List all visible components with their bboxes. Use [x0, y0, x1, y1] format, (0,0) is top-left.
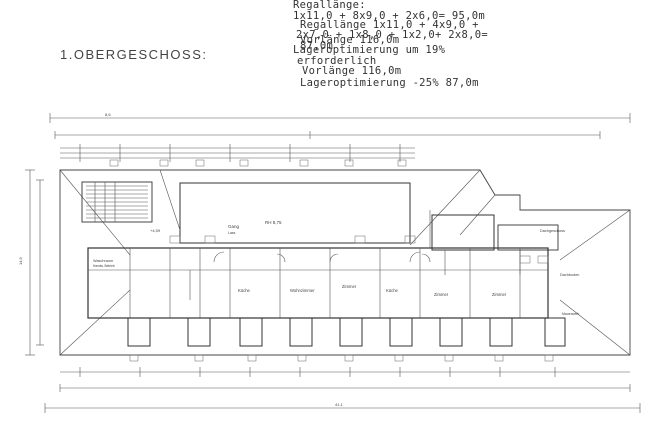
annotation-lageroptimierung-1: Lageroptimierung um 19%: [293, 44, 446, 56]
room-label-mauer: Mauerwerk: [562, 312, 580, 316]
room-label-zimmer-1: Zimmer: [342, 284, 357, 289]
room-label-waschraum-sub: Handw. Betrieb: [93, 264, 115, 268]
annotation-lageroptimierung-2: Lageroptimierung -25% 87,0m: [300, 77, 479, 89]
annotation-regal-line-2: 2x7,0 + 1x8,0 + 1x2,0+ 2x8,0=: [296, 29, 489, 41]
room-label-area: RH 8,75: [265, 220, 282, 225]
room-label-kueche-1: Küche: [238, 288, 251, 293]
room-label-zimmer-2: Zimmer: [434, 292, 449, 297]
page-title: 1.OBERGESCHOSS:: [60, 47, 208, 62]
room-label-dachgeschoss: Dachgeschoss: [540, 229, 565, 233]
room-label-wohnzimmer: Wohnzimmer: [290, 288, 315, 293]
annotation-regal-heading: Regallänge:: [293, 0, 366, 11]
annotation-regal-line-1: 1x11,0 + 8x9,0 + 2x6,0= 95,0m: [293, 10, 486, 22]
annotation-vorlange-1: Vorlänge 116,0m: [300, 34, 400, 46]
annotation-regal-line-2-total: 87,0m: [300, 40, 334, 52]
room-label-zimmer-3: Zimmer: [492, 292, 507, 297]
room-label-kueche-2: Küche: [386, 288, 399, 293]
room-label-waschraum: Waschraum: [93, 259, 113, 263]
dimension-top: 8,6: [105, 112, 111, 117]
dimension-total: 41,1: [335, 402, 344, 407]
room-label-gang-sub: Lass: [228, 231, 236, 235]
annotation-regal-heading-2: Regallänge 1x11,0 + 4x9,0 +: [300, 19, 479, 31]
annotation-lageroptimierung-1b: erforderlich: [297, 55, 377, 67]
elevation-marker: +4,59: [150, 228, 161, 233]
room-label-dachboden: Dachboden: [560, 273, 579, 277]
annotation-vorlange-2: Vorlänge 116,0m: [302, 65, 402, 77]
room-label-gang: Gang: [228, 224, 240, 229]
dimension-side: 14,9: [18, 256, 23, 265]
